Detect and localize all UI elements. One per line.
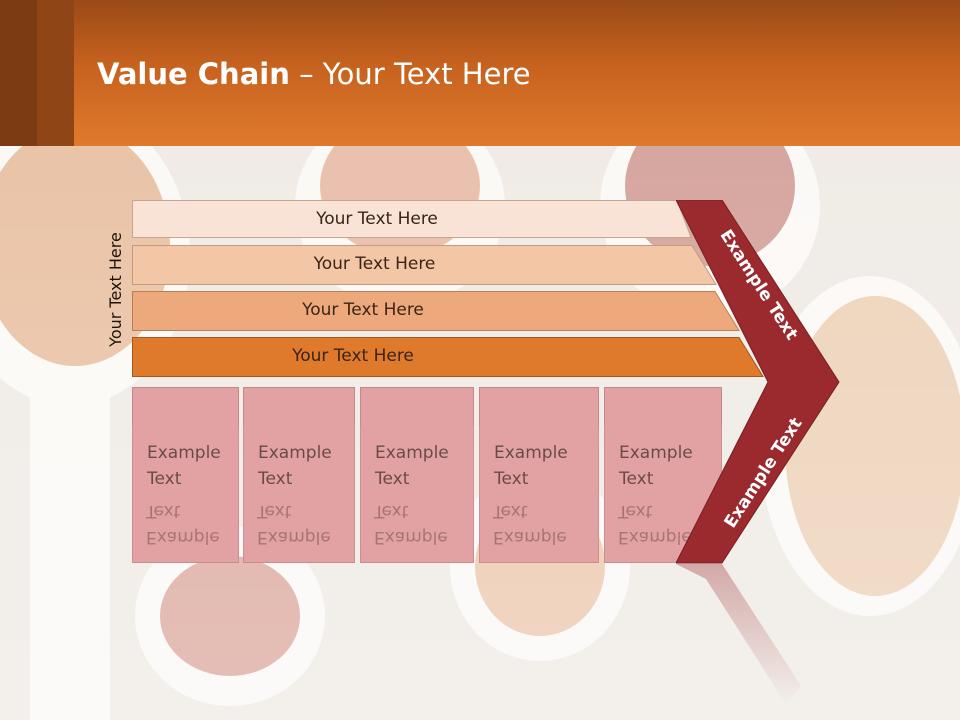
chevron-arrow xyxy=(676,200,840,564)
band-1-label: Your Text Here xyxy=(316,209,438,229)
band-4-label: Your Text Here xyxy=(292,346,414,366)
band-4: Your Text Here xyxy=(132,337,764,377)
side-label-text: Your Text Here xyxy=(105,231,125,347)
band-2: Your Text Here xyxy=(132,245,717,285)
header-accent-strip xyxy=(37,0,74,146)
band-3: Your Text Here xyxy=(132,291,740,331)
slide-title: Value Chain – Your Text Here xyxy=(97,57,531,91)
header-bar: Value Chain – Your Text Here xyxy=(0,0,960,146)
band-1: Your Text Here xyxy=(132,200,692,238)
side-label: Your Text Here xyxy=(98,200,132,378)
band-3-label: Your Text Here xyxy=(302,300,424,320)
band-2-label: Your Text Here xyxy=(313,254,436,274)
header-accent-strip xyxy=(0,0,37,146)
chevron-reflection xyxy=(676,564,801,704)
